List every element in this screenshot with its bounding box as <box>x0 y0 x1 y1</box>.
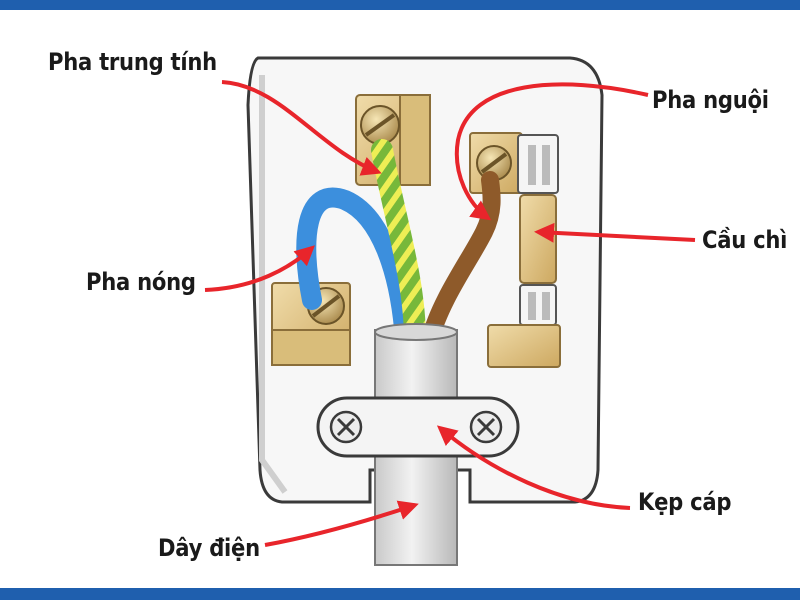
arrow-neutral <box>221 80 382 176</box>
arrow-cable <box>264 500 419 547</box>
label-cold-wire: Pha nguội <box>652 86 769 114</box>
label-neutral-wire: Pha trung tính <box>48 48 217 76</box>
fuse-holder <box>517 134 559 194</box>
plug-body-shadow <box>259 75 288 494</box>
hot-terminal <box>271 282 351 366</box>
label-cable-clamp: Kẹp cáp <box>638 488 732 516</box>
arrow-clamp <box>436 425 631 510</box>
arrow-hot <box>204 245 315 292</box>
brown-wire <box>421 171 501 349</box>
label-fuse: Cầu chì <box>702 226 788 254</box>
frame-bottom-bar <box>0 588 800 600</box>
arrow-cold <box>454 82 649 221</box>
green-yellow-wire <box>371 139 426 351</box>
cable-clamp <box>316 396 520 458</box>
cable-sheath-top <box>374 323 458 341</box>
frame-top-bar <box>0 0 800 10</box>
label-cable: Dây điện <box>158 534 260 562</box>
label-hot-wire: Pha nóng <box>86 268 196 296</box>
arrow-fuse <box>534 222 696 243</box>
